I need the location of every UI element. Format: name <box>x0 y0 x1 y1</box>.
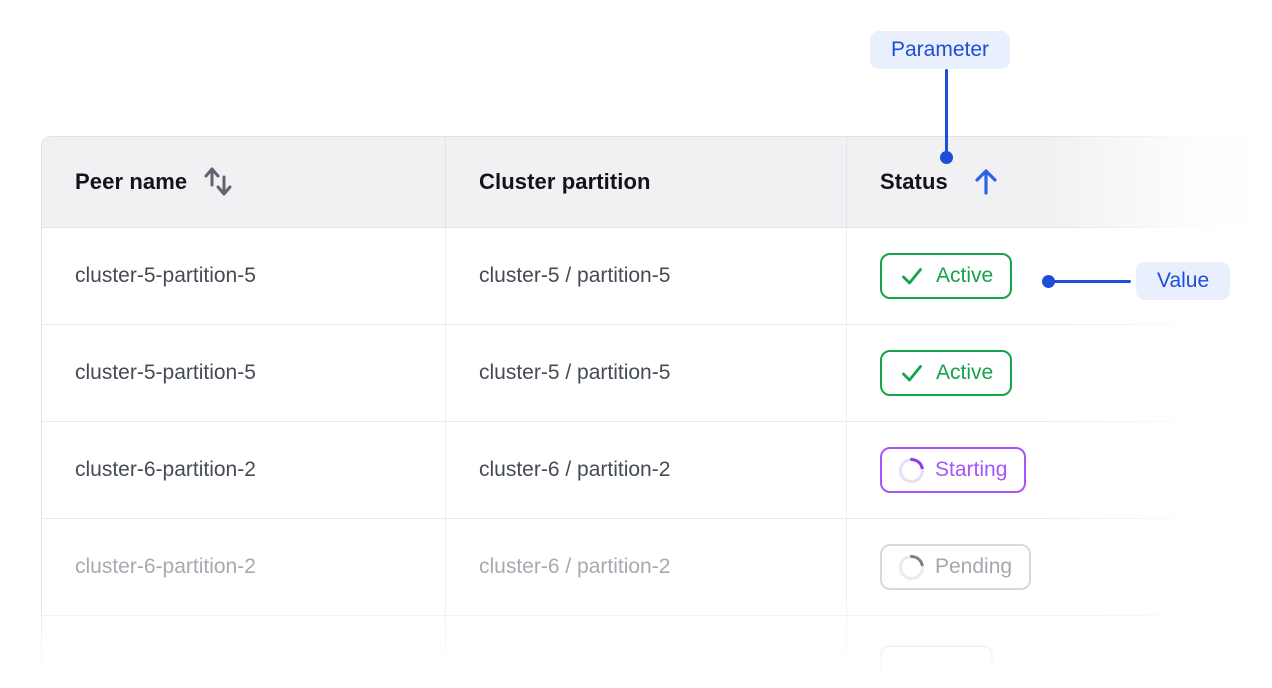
peers-table: Peer name Cluster partition Status <box>41 136 1272 688</box>
status-badge-active: Active <box>880 350 1013 396</box>
table-row: cluster-5-partition-5 cluster-5 / partit… <box>42 228 1272 325</box>
status-cell <box>847 616 1272 688</box>
status-badge-label: Active <box>936 361 994 384</box>
column-label: Cluster partition <box>479 169 651 194</box>
check-icon <box>899 263 925 289</box>
table-row: cluster-5-partition-5 cluster-5 / partit… <box>42 325 1272 422</box>
peer-name-cell: cluster-5-partition-5 <box>42 325 446 421</box>
check-icon <box>899 360 925 386</box>
status-badge-active: Active <box>880 253 1013 299</box>
cluster-partition-cell: cluster-6 / partition-2 <box>446 519 847 615</box>
status-badge-label: Pending <box>935 555 1013 578</box>
cluster-partition-cell: cluster-5 / partition-5 <box>446 228 847 324</box>
sort-up-down-icon[interactable] <box>203 164 233 200</box>
column-label: Peer name <box>75 169 188 194</box>
table-row: cluster-6-partition-2 cluster-6 / partit… <box>42 422 1272 519</box>
spinner-icon <box>893 549 930 585</box>
parameter-callout-dot <box>940 151 953 164</box>
status-badge-ghost <box>880 645 993 688</box>
table-row: cluster-6-partition-2 cluster-6 / partit… <box>42 519 1272 616</box>
status-badge-label: Active <box>936 264 994 287</box>
peer-name-cell: cluster-6-partition-2 <box>42 422 446 518</box>
column-header-peer-name[interactable]: Peer name <box>42 137 446 227</box>
column-header-status[interactable]: Status <box>847 137 1272 227</box>
parameter-callout-line <box>945 69 948 152</box>
table-row <box>42 616 1272 688</box>
peer-name-cell: cluster-6-partition-2 <box>42 519 446 615</box>
cluster-partition-cell: cluster-6 / partition-2 <box>446 422 847 518</box>
parameter-callout-label: Parameter <box>870 31 1011 69</box>
cluster-partition-cell <box>446 616 847 688</box>
status-badge-pending: Pending <box>880 544 1032 590</box>
status-cell: Starting <box>847 422 1272 518</box>
arrow-up-icon[interactable] <box>972 167 1000 197</box>
cluster-partition-cell: cluster-5 / partition-5 <box>446 325 847 421</box>
value-callout-label: Value <box>1136 262 1231 300</box>
peer-name-cell <box>42 616 446 688</box>
status-cell: Active <box>847 228 1272 324</box>
status-cell: Active <box>847 325 1272 421</box>
status-badge-starting: Starting <box>880 447 1027 493</box>
spinner-icon <box>893 452 930 488</box>
column-header-cluster-partition[interactable]: Cluster partition <box>446 137 847 227</box>
column-label: Status <box>880 169 948 194</box>
peer-name-cell: cluster-5-partition-5 <box>42 228 446 324</box>
table-header-row: Peer name Cluster partition Status <box>42 137 1272 228</box>
value-callout-line <box>1053 280 1131 283</box>
status-badge-label: Starting <box>935 458 1008 481</box>
status-cell: Pending <box>847 519 1272 615</box>
